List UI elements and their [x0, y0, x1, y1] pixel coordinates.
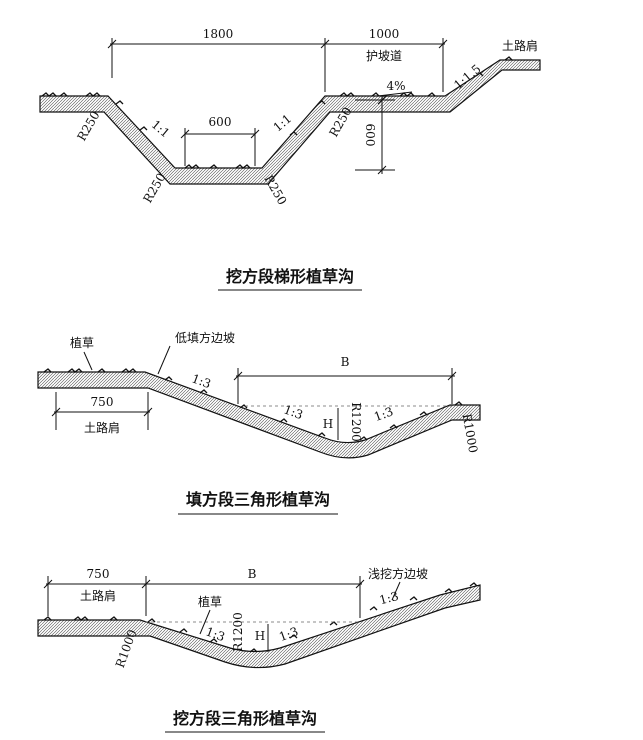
trapezoid-grass-line — [41, 56, 513, 169]
dim-750-3: 750 — [87, 567, 110, 581]
label-r1200-3: R1200 — [231, 612, 245, 652]
label-slope-inner-2: 1:3 — [282, 402, 305, 422]
title-section-2: 填方段三角形植草沟 — [186, 490, 330, 509]
label-r1200-2: R1200 — [349, 402, 363, 442]
section-fill-triangular-ditch: 植草 低填方边坡 B 750 土路肩 1:3 1:3 1:3 H R1200 R… — [37, 330, 481, 515]
label-cut-slope: 浅挖方边坡 — [368, 566, 428, 581]
dim-600-bottom: 600 — [209, 115, 232, 129]
label-grass-3: 植草 — [198, 594, 222, 609]
section-cut-triangular-ditch: 750 土路肩 B 浅挖方边坡 植草 1:3 1:3 1:3 H R1200 R… — [37, 566, 481, 733]
label-slope-inner-3: 1:3 — [277, 624, 300, 644]
fill-ditch-body — [37, 371, 481, 459]
cut-ditch-body — [37, 584, 481, 669]
section-trapezoid-ditch: 1800 1000 护坡道 土路肩 1:1.5 4% 600 600 1:1 1… — [39, 27, 541, 291]
dim-b-3: B — [248, 567, 257, 581]
fill-grass-line — [43, 368, 463, 441]
label-r1000-2: R1000 — [460, 413, 481, 454]
label-shoulder-1: 土路肩 — [502, 38, 538, 53]
dim-1800: 1800 — [203, 27, 234, 41]
label-grade: 4% — [386, 79, 405, 93]
label-r250-bottom-left: R250 — [140, 171, 168, 206]
label-r250-bottom-right: R250 — [261, 173, 289, 208]
label-shoulder-3: 土路肩 — [80, 588, 116, 603]
label-r250-top-left: R250 — [74, 109, 102, 144]
label-h-2: H — [323, 417, 333, 431]
dim-b-2: B — [341, 355, 350, 369]
label-slope-right-3: 1:3 — [378, 589, 400, 608]
label-fill-slope: 低填方边坡 — [175, 330, 235, 345]
label-grass-2: 植草 — [70, 335, 94, 350]
dim-600-depth: 600 — [363, 124, 377, 147]
label-slope-left-1: 1:1 — [149, 117, 173, 140]
title-section-1: 挖方段梯形植草沟 — [226, 267, 354, 286]
label-slope-right-1: 1:1 — [271, 111, 295, 134]
dim-750-2: 750 — [91, 395, 114, 409]
title-section-3: 挖方段三角形植草沟 — [173, 709, 317, 728]
trapezoid-ditch-body — [39, 59, 541, 185]
label-slope-protection: 护坡道 — [366, 49, 402, 63]
label-slope-main-2: 1:3 — [190, 371, 213, 391]
label-shoulder-2: 土路肩 — [84, 420, 120, 435]
label-slope-right-2: 1:3 — [372, 404, 395, 424]
label-slope-left-3: 1:3 — [204, 624, 227, 644]
dim-1000: 1000 — [369, 27, 400, 41]
label-h-3: H — [255, 629, 265, 643]
